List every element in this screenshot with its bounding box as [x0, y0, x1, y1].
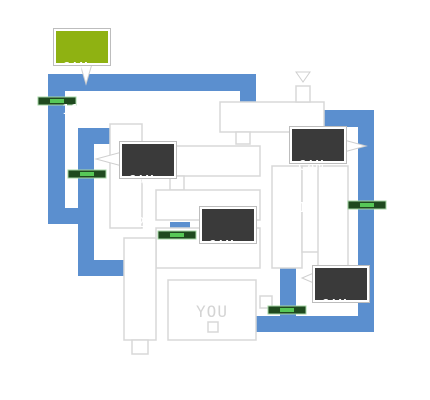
cam-11-button[interactable]: CAM 11	[53, 28, 111, 118]
cam-label: CAM	[298, 159, 325, 174]
cam-14-button[interactable]: CAM 14	[289, 126, 347, 216]
vent-light[interactable]	[267, 305, 307, 315]
vent-light[interactable]	[157, 230, 197, 240]
vent-light[interactable]	[37, 96, 77, 106]
cam-label: CAM	[321, 298, 348, 313]
cam-12-button[interactable]: CAM 12	[119, 141, 177, 231]
cam-number: 12	[128, 216, 146, 231]
vent-openings	[65, 91, 240, 208]
player-office-label: YOU	[196, 302, 228, 321]
vent-lights	[37, 96, 387, 315]
cam-13-button[interactable]: CAM 13	[199, 206, 257, 296]
vent-light[interactable]	[347, 200, 387, 210]
cam-number: 11	[62, 103, 80, 118]
cam-number: 13	[208, 281, 226, 296]
cam-number: 14	[298, 201, 316, 216]
cam-label: CAM	[208, 239, 235, 254]
cam-15-button[interactable]: CAM 15	[312, 265, 370, 355]
cam-number: 15	[321, 340, 339, 355]
vent-light[interactable]	[67, 169, 107, 179]
cam-label: CAM	[128, 174, 155, 189]
vent-system	[48, 74, 374, 332]
cam-pointers	[79, 63, 368, 285]
cam-label: CAM	[62, 61, 89, 76]
